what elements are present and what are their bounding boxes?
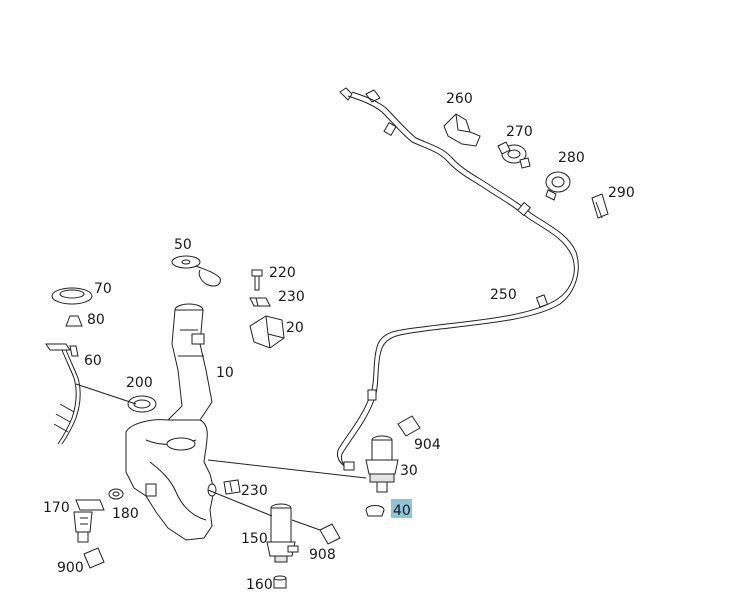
connector-908 [319,523,341,545]
label-290: 290 [608,185,635,201]
pump-150 [266,503,299,563]
pump-30 [365,435,399,493]
label-40: 40 [393,503,411,519]
label-250: 250 [490,287,517,303]
label-908: 908 [309,547,336,563]
label-270: 270 [506,124,533,140]
label-50: 50 [174,237,192,253]
cap-50 [171,255,221,287]
label-280: 280 [558,150,585,166]
label-200: 200 [126,375,153,391]
hose-250 [337,87,579,471]
label-260: 260 [446,91,473,107]
reservoir-10 [125,303,217,541]
connector-904 [397,415,421,437]
label-904: 904 [414,437,441,453]
nut-230-top [249,297,271,307]
highlight-40 [391,499,412,518]
clip-280 [545,171,571,201]
rod-60 [45,343,81,445]
label-230-lower: 230 [241,483,268,499]
label-70: 70 [94,281,112,297]
leader-lines [75,383,367,531]
clip-290 [591,193,609,219]
grommet-180 [108,488,124,500]
label-160: 160 [246,577,273,593]
cover-70 [51,287,93,305]
label-150: 150 [241,531,268,547]
seal-200 [127,395,157,413]
label-230-top: 230 [278,289,305,305]
sensor-170 [73,499,105,543]
bracket-260 [443,113,481,147]
label-20: 20 [286,320,304,336]
nut-230-lower [223,479,241,495]
part-labels: 10 20 30 40 50 60 70 80 150 160 170 180 … [43,91,635,593]
label-10: 10 [216,365,234,381]
clip-270 [497,141,531,169]
label-60: 60 [84,353,102,369]
label-80: 80 [87,312,105,328]
bolt-220 [251,269,263,291]
label-170: 170 [43,500,70,516]
label-900: 900 [57,560,84,576]
connector-900 [83,547,105,569]
label-30: 30 [400,463,418,479]
grommet-160 [273,575,287,589]
grommet-80 [65,315,83,327]
label-220: 220 [269,265,296,281]
bracket-20 [249,315,285,349]
label-180: 180 [112,506,139,522]
grommet-40 [365,505,385,517]
